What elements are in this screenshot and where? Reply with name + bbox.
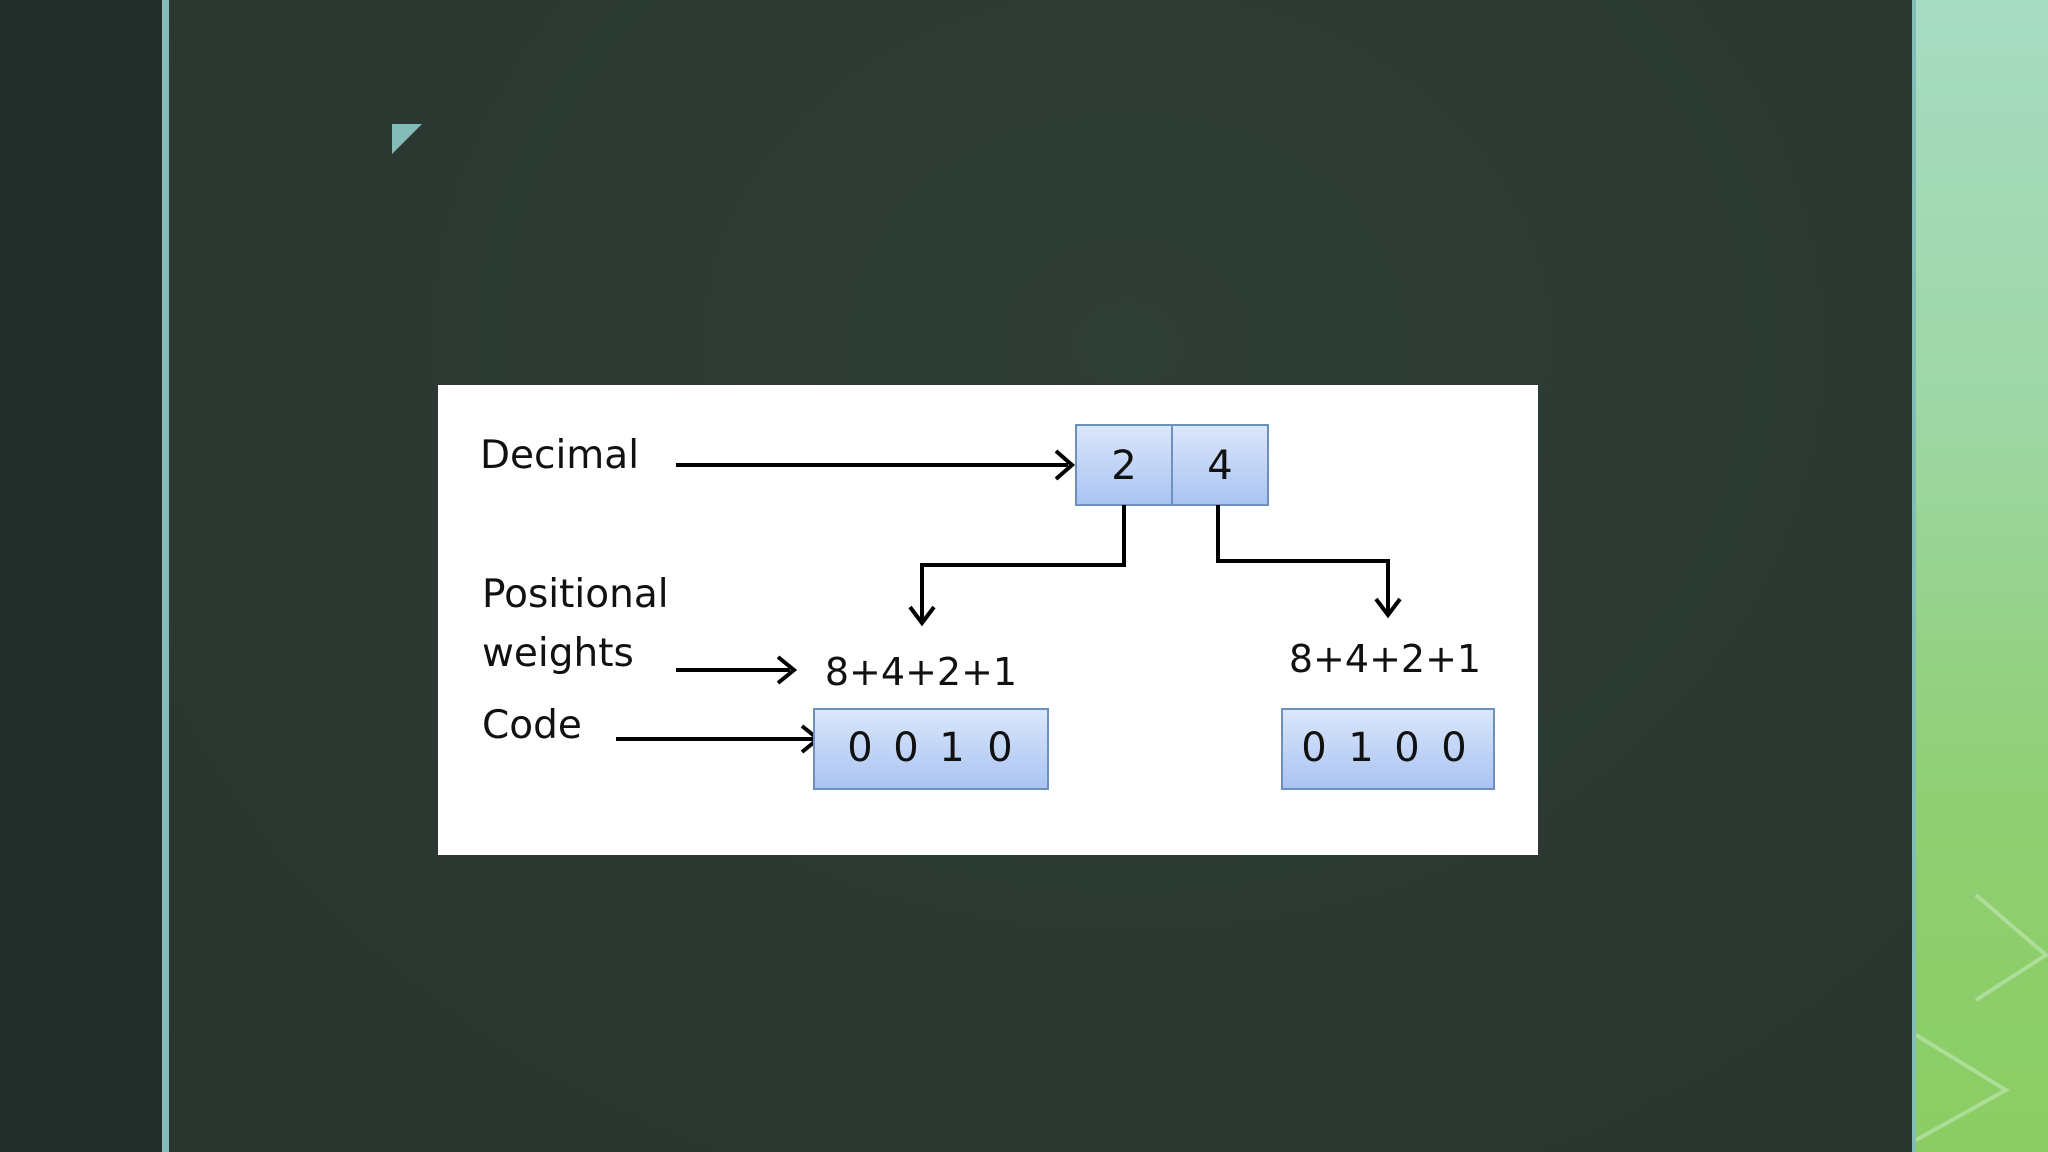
decimal-digit: 4 <box>1207 443 1232 489</box>
title-corner-triangle-icon <box>392 124 422 154</box>
positional-weights-right: 8+4+2+1 <box>1289 637 1481 681</box>
bcd-diagram-figure: Decimal Positional weights Code 2 4 8+4+… <box>480 424 1495 790</box>
code-arrow <box>616 724 822 754</box>
left-accent-rule <box>162 0 169 1152</box>
decimal-digit: 2 <box>1111 443 1136 489</box>
code-bit: 1 <box>1348 725 1373 771</box>
decimal-digit-box <box>1075 424 1173 506</box>
positional-weights-left: 8+4+2+1 <box>825 650 1017 694</box>
code-bit: 0 <box>987 725 1012 771</box>
left-side-panel <box>0 0 162 1152</box>
code-bit: 0 <box>893 725 918 771</box>
bcd-diagram: Decimal Positional weights Code 2 4 8+4+… <box>438 385 1538 855</box>
positional-label-line1: Positional <box>482 572 669 617</box>
chevron-decoration <box>1916 893 2048 1142</box>
decimal-label: Decimal <box>480 433 639 478</box>
positional-label-line2: weights <box>482 631 634 676</box>
decimal-arrow <box>676 449 1076 481</box>
code-bit: 0 <box>1441 725 1466 771</box>
weights-arrow <box>676 655 798 685</box>
right-accent-rule <box>1912 0 1916 1152</box>
code-box-left <box>813 708 1049 790</box>
digit-2-branch-arrow <box>908 505 1126 627</box>
code-bit: 1 <box>939 725 964 771</box>
code-box-right <box>1281 708 1495 790</box>
right-decorative-panel <box>1916 0 2048 1152</box>
code-bit: 0 <box>1394 725 1419 771</box>
decimal-digit-box <box>1171 424 1269 506</box>
code-label: Code <box>482 703 582 748</box>
code-bit: 0 <box>1301 725 1326 771</box>
digit-4-branch-arrow <box>1216 505 1402 619</box>
code-bit: 0 <box>847 725 872 771</box>
